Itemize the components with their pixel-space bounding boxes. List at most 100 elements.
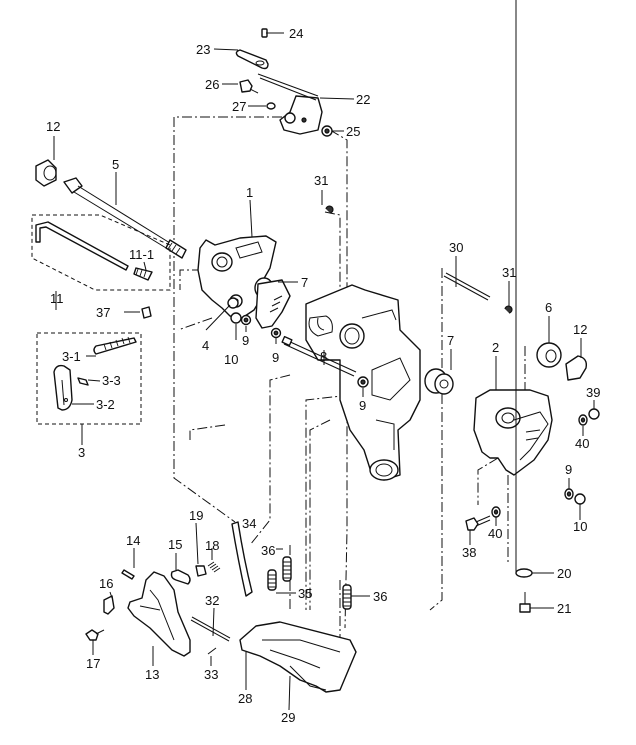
callout-36-b: 36 [373,589,387,604]
callout-9-c: 9 [359,398,366,413]
part-26-bolt [239,79,259,94]
callout-25: 25 [346,124,360,139]
part-12-cap-nut-left [35,159,57,187]
part-9-washer-d [564,488,574,500]
callout-23: 23 [196,42,210,57]
callout-18: 18 [205,538,219,553]
callout-11-1: 11-1 [129,247,154,262]
callout-40-bottom: 40 [488,526,502,541]
callout-14: 14 [126,533,140,548]
part-9-washer-b [270,327,282,339]
part-39-nut [588,408,600,420]
part-36-spring-a [282,556,292,582]
part-25-washer [321,125,333,137]
callout-38: 38 [462,545,476,560]
callout-20: 20 [557,566,571,581]
callout-29: 29 [281,710,295,725]
part-8-shaft [281,335,357,377]
callout-30: 30 [449,240,463,255]
callout-13: 13 [145,667,159,682]
part-37-plate [141,306,152,319]
callout-40-top: 40 [575,436,589,451]
callout-3-2: 3-2 [96,397,115,412]
callout-labels: 24 23 26 27 22 25 12 5 1 31 11-1 11 7 37… [46,26,600,725]
callout-7-left: 7 [301,275,308,290]
callout-16: 16 [99,576,113,591]
callout-6: 6 [545,300,552,315]
part-28-tilt-frame [239,621,357,693]
callout-7-right: 7 [447,333,454,348]
callout-31-top: 31 [314,173,328,188]
part-19-fitting [195,565,207,577]
part-21-bolt [519,592,531,613]
part-11-group [31,214,171,291]
part-10-nut-left [230,312,242,324]
callout-3-3: 3-3 [102,373,121,388]
callout-24: 24 [289,26,303,41]
part-7-bushing-right [424,368,454,395]
part-22-lever [257,73,323,135]
callout-37: 37 [96,305,110,320]
callout-27: 27 [232,99,246,114]
callout-33: 33 [204,667,218,682]
part-5-shaft [63,177,187,259]
callout-31-right: 31 [502,265,516,280]
callout-28: 28 [238,691,252,706]
callout-34: 34 [242,516,256,531]
callout-26: 26 [205,77,219,92]
part-17-bolt [85,629,105,641]
callout-10-left: 10 [224,352,238,367]
part-30-pin [443,272,491,301]
part-40-washer-bottom [491,506,501,518]
callout-2: 2 [492,340,499,355]
part-6-nut [536,342,562,368]
part-31-clip-top [325,205,334,214]
part-4-bushing [227,297,239,309]
leader-lines [53,32,595,711]
part-13-tilt-lever [127,571,191,657]
part-20-pad [515,0,533,578]
part-31-clip-right [504,305,513,314]
callout-11: 11 [50,291,64,306]
part-9-washer-a [240,314,252,326]
part-27-washer [266,102,276,110]
callout-10-right: 10 [573,519,587,534]
part-12-cap-nut-right [565,355,588,381]
callout-3: 3 [78,445,85,460]
callout-22: 22 [356,92,370,107]
callout-17: 17 [86,656,100,671]
callout-5: 5 [112,157,119,172]
part-16-clip [103,595,115,615]
part-1-tilt-arm [255,279,291,329]
callout-36-a: 36 [261,543,275,558]
part-23-grip [235,49,269,70]
part-32-rod [190,616,231,642]
part-10-nut-right [574,493,586,505]
callout-35: 35 [298,586,312,601]
callout-4: 4 [202,338,209,353]
callout-3-1: 3-1 [62,349,81,364]
part-35-spring [267,569,277,591]
part-9-washer-c [357,376,369,388]
callout-21: 21 [557,601,571,616]
part-14-pin [121,569,135,580]
part-18-spring [207,561,221,573]
part-33-cotter-pin [207,647,217,655]
callout-9-a: 9 [242,333,249,348]
part-38-bolt [465,515,491,531]
callout-1: 1 [246,185,253,200]
part-29-bracket [289,665,327,691]
part-15-sleeve [170,569,191,585]
part-36-spring-b [342,584,352,610]
callout-8: 8 [320,349,327,364]
callout-39: 39 [586,385,600,400]
callout-32: 32 [205,593,219,608]
callout-19: 19 [189,508,203,523]
part-34-link-rod [231,521,253,597]
callout-9-d: 9 [565,462,572,477]
callout-12-left: 12 [46,119,60,134]
callout-12-right: 12 [573,322,587,337]
callout-15: 15 [168,537,182,552]
part-2-clamp-bracket [473,389,553,476]
